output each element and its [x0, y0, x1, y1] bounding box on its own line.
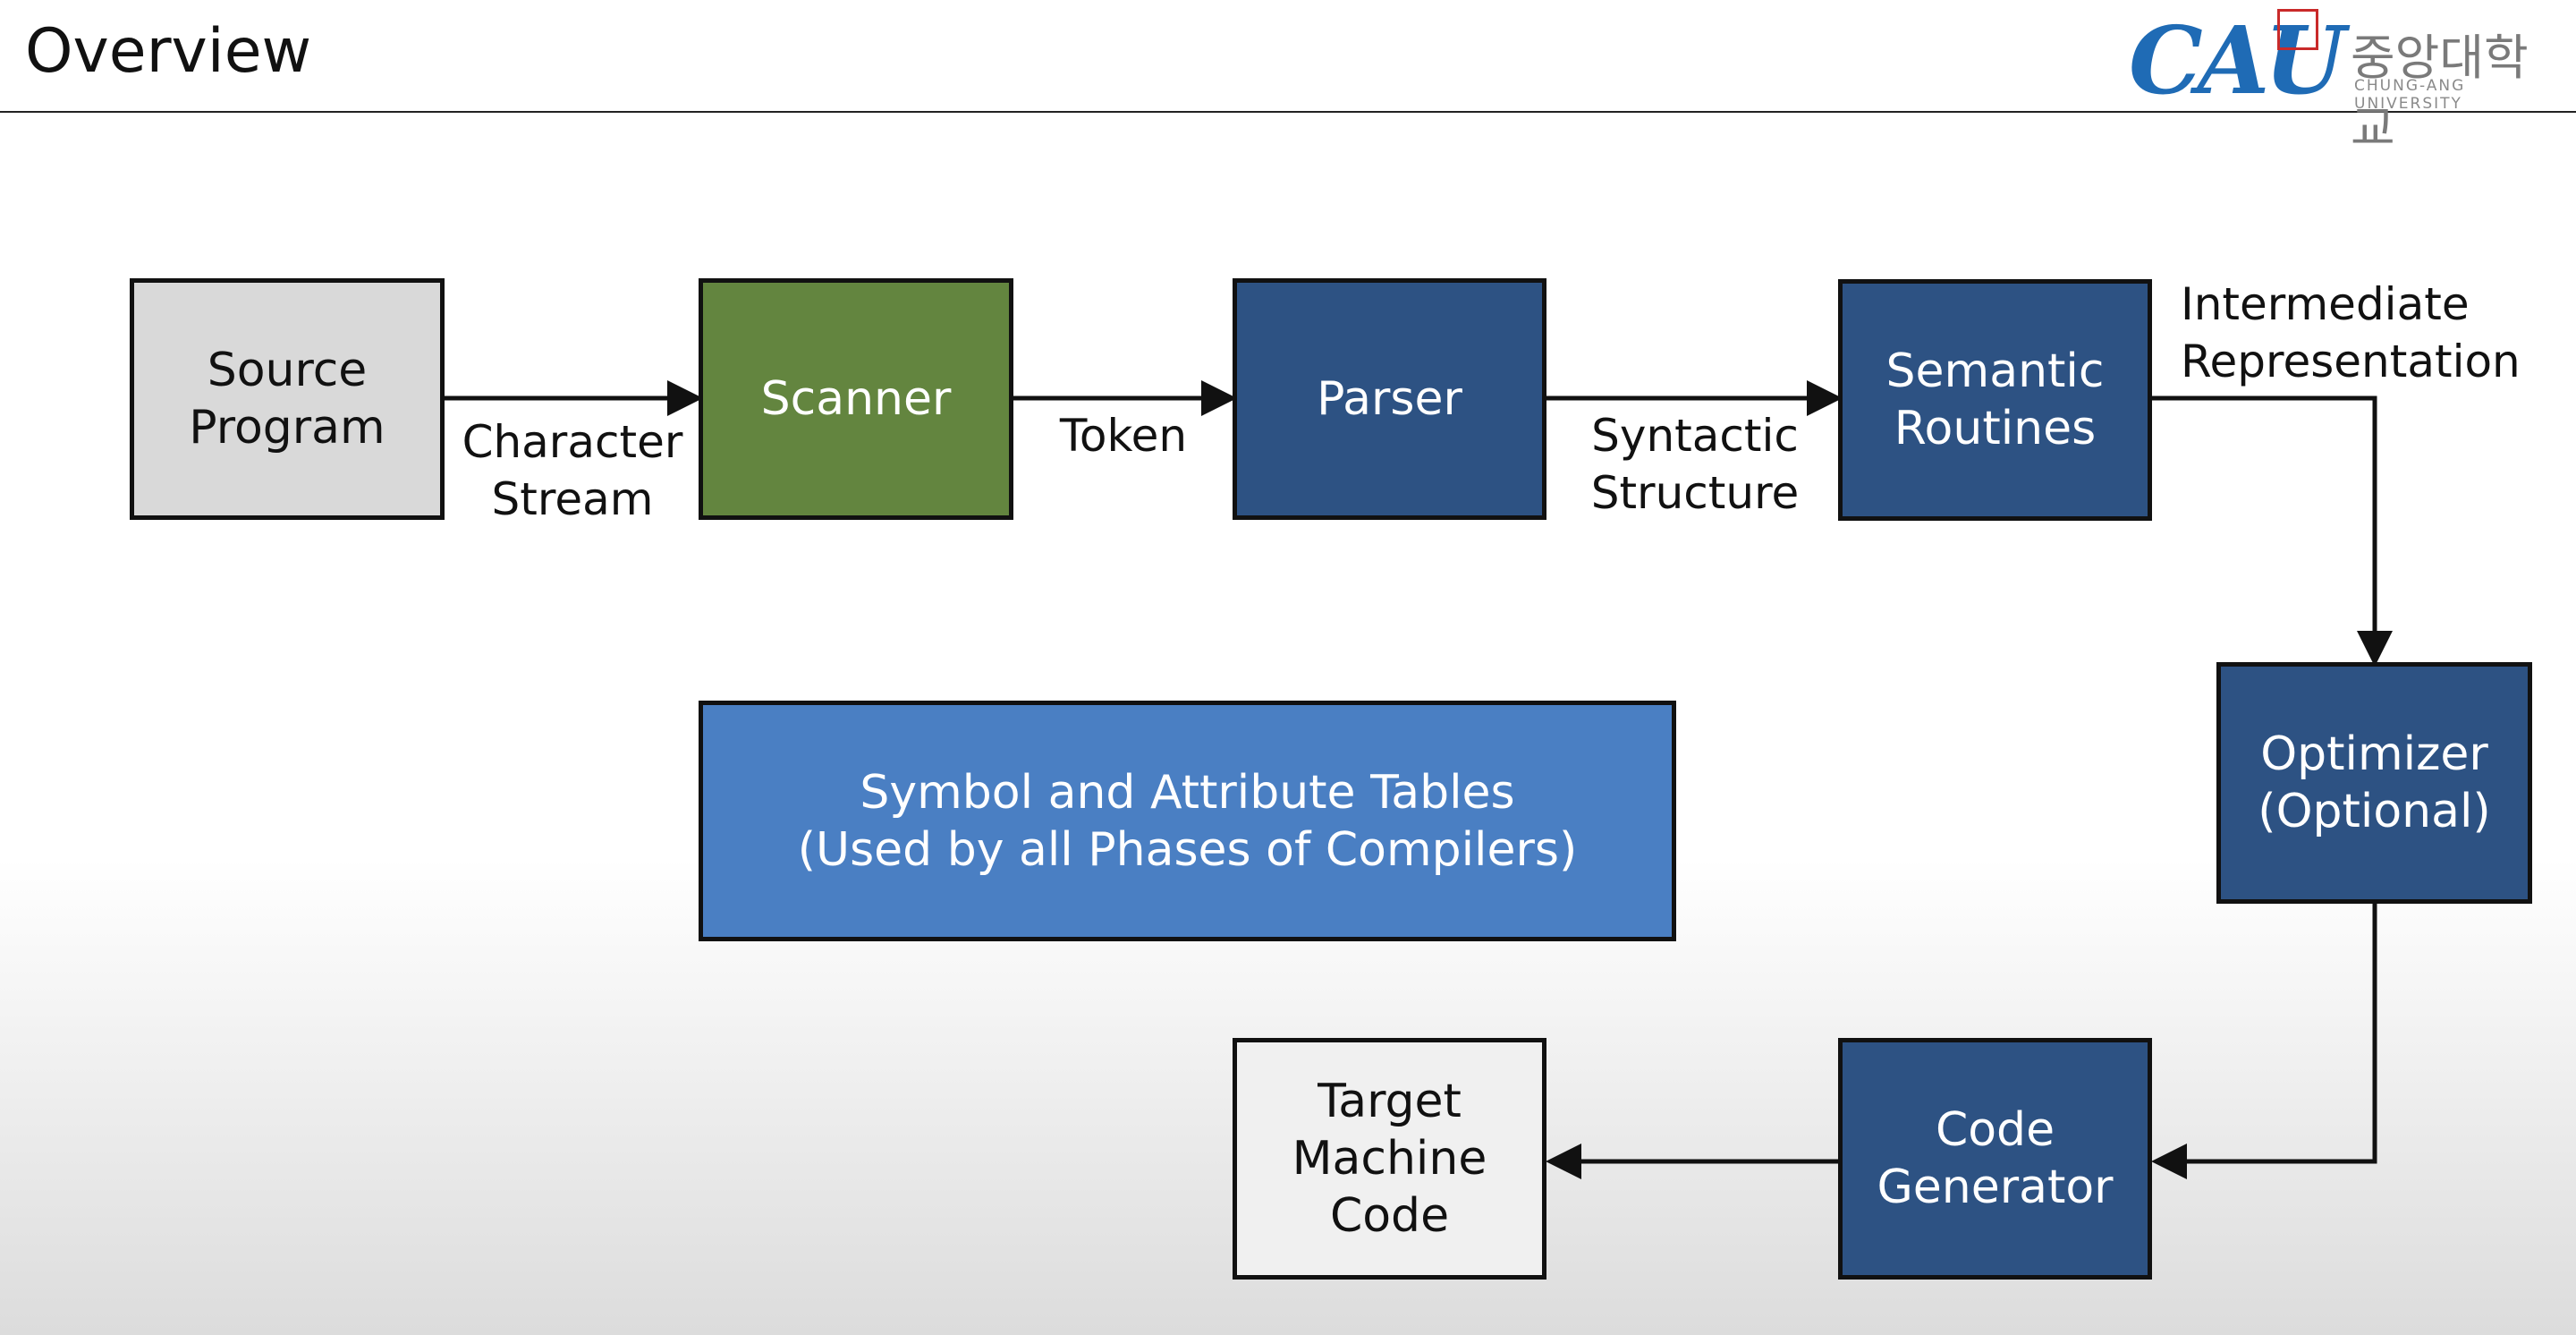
logo-mark: CAU — [2129, 5, 2345, 115]
logo-korean-name: 중앙대학교 — [2351, 30, 2529, 157]
arrow-optimizer-to-codegen — [2151, 902, 2377, 1179]
edge-label-syntactic-structure: Syntactic Structure — [1590, 410, 1800, 519]
semantic-routines-box: Semantic Routines — [1838, 279, 2152, 521]
source-program-label: Source Program — [189, 344, 386, 455]
logo-english-name: CHUNG-ANG UNIVERSITY — [2354, 77, 2466, 113]
edge-label-character-stream: Character Stream — [462, 416, 683, 525]
slide-header: Overview CAU 중앙대학교 CHUNG-ANG UNIVERSITY — [0, 0, 2576, 157]
university-logo: CAU 중앙대학교 CHUNG-ANG UNIVERSITY — [2129, 5, 2558, 157]
edge-label-intermediate-representation: Intermediate Representation — [2181, 278, 2521, 387]
page-title: Overview — [25, 16, 312, 87]
code-generator-label: Code Generator — [1877, 1103, 2114, 1214]
target-machine-code-label: Target Machine Code — [1292, 1075, 1487, 1243]
logo-accent-square — [2277, 9, 2318, 50]
scanner-box: Scanner — [699, 278, 1013, 520]
edge-label-token: Token — [1059, 410, 1188, 462]
source-program-box: Source Program — [130, 278, 445, 520]
arrow-semantic-to-optimizer — [2152, 395, 2393, 667]
optimizer-label: Optimizer (Optional) — [2258, 727, 2491, 838]
scanner-label: Scanner — [760, 372, 952, 426]
symbol-tables-box: Symbol and Attribute Tables (Used by all… — [699, 701, 1676, 941]
optimizer-box: Optimizer (Optional) — [2216, 662, 2532, 904]
symbol-tables-label: Symbol and Attribute Tables (Used by all… — [797, 765, 1578, 877]
parser-label: Parser — [1317, 372, 1462, 426]
code-generator-box: Code Generator — [1838, 1038, 2152, 1280]
target-machine-code-box: Target Machine Code — [1233, 1038, 1546, 1280]
parser-box: Parser — [1233, 278, 1546, 520]
semantic-routines-label: Semantic Routines — [1885, 344, 2105, 455]
